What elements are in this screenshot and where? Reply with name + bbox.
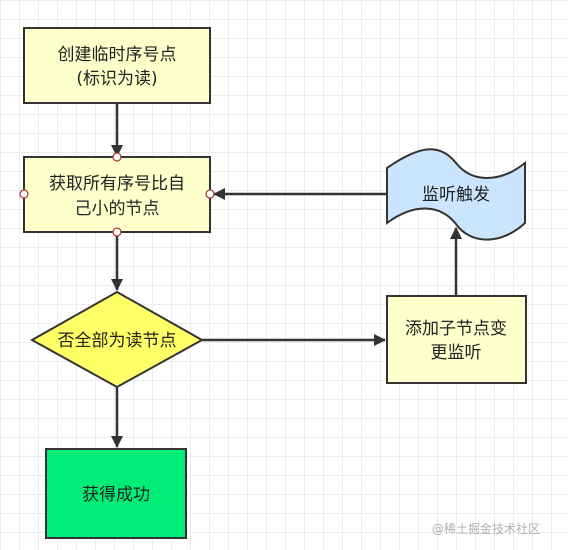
node-add-listener-line1: 添加子节点变 (405, 319, 507, 339)
node-add-listener-line2: 更监听 (431, 343, 482, 363)
node-decision-label: 否全部为读节点 (58, 331, 177, 351)
node-decision-all-read[interactable]: 否全部为读节点 (29, 290, 205, 389)
node-add-listener-box (386, 295, 527, 384)
connectors (111, 104, 462, 448)
node-create-sequence-line2: (标识为读) (76, 69, 157, 89)
node-get-smaller-line1: 获取所有序号比自 (49, 174, 185, 194)
node-add-listener[interactable]: 添加子节点变 更监听 (386, 295, 527, 384)
connection-point-left (19, 189, 29, 199)
connection-point-top (112, 152, 122, 162)
node-listener-triggered-shape (386, 148, 526, 241)
node-get-smaller-box (23, 156, 211, 233)
connection-point-right (205, 189, 215, 199)
connection-point-bottom (112, 227, 122, 237)
node-create-sequence-line1: 创建临时序号点 (58, 45, 177, 65)
node-listener-triggered-label: 监听触发 (422, 185, 490, 205)
node-listener-triggered[interactable]: 监听触发 (386, 148, 526, 241)
node-create-sequence[interactable]: 创建临时序号点 (标识为读) (23, 27, 211, 104)
node-success[interactable]: 获得成功 (45, 448, 187, 539)
node-get-smaller-line2: 己小的节点 (75, 199, 160, 219)
node-success-box (45, 448, 187, 539)
node-success-label: 获得成功 (82, 485, 150, 505)
node-create-sequence-box (23, 27, 211, 104)
watermark: @稀土掘金技术社区 (432, 522, 541, 536)
node-decision-diamond (29, 290, 205, 389)
node-get-smaller[interactable]: 获取所有序号比自 己小的节点 (19, 152, 215, 237)
